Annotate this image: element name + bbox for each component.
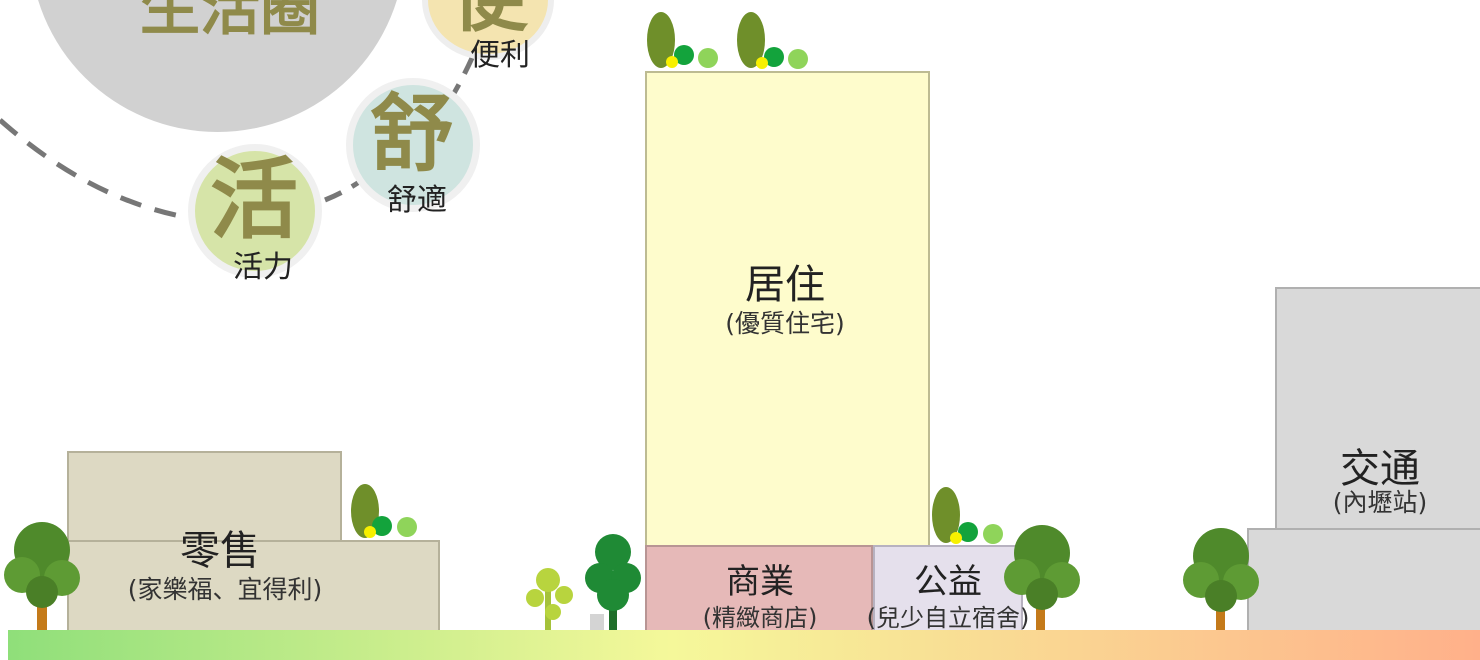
tree-center bbox=[1004, 525, 1080, 635]
transport-subtitle: (內壢站) bbox=[1332, 488, 1428, 517]
badge-vitality-char: 活 bbox=[209, 148, 298, 251]
tree-left bbox=[4, 522, 80, 635]
dashed-orbit-arc bbox=[0, 118, 191, 221]
tree-right bbox=[1183, 528, 1259, 635]
public-title: 公益 bbox=[914, 562, 982, 602]
tree-small-light bbox=[526, 568, 573, 630]
badge-convenience-char: 便 bbox=[440, 0, 540, 36]
retail-title: 零售 bbox=[180, 528, 260, 574]
badge-vitality-label: 活力 bbox=[233, 250, 293, 285]
plant-cluster-retail bbox=[351, 484, 417, 538]
residential-subtitle: (優質住宅) bbox=[725, 309, 845, 338]
planter-box bbox=[590, 614, 604, 632]
residential-title: 居住 bbox=[745, 262, 825, 308]
badge-comfort-char: 舒 bbox=[369, 85, 454, 183]
tree-conifer bbox=[585, 534, 641, 635]
lifestyle-circle-text: 生活圈 bbox=[140, 0, 320, 44]
commercial-building bbox=[645, 545, 873, 640]
public-subtitle: (兒少自立宿舍) bbox=[866, 604, 1030, 632]
plant-cluster-public bbox=[932, 487, 1003, 544]
plant-cluster-roof-2 bbox=[737, 12, 808, 69]
badge-comfort-label: 舒適 bbox=[387, 183, 447, 218]
badge-vitality bbox=[188, 144, 322, 278]
plant-cluster-roof-1 bbox=[647, 12, 718, 68]
transport-building-top bbox=[1275, 287, 1480, 537]
transport-title: 交通 bbox=[1340, 446, 1420, 492]
retail-subtitle: (家樂福、宜得利) bbox=[127, 575, 323, 604]
commercial-title: 商業 bbox=[726, 562, 794, 602]
residential-tower bbox=[645, 71, 930, 549]
ground-strip bbox=[8, 630, 1480, 660]
badge-comfort bbox=[346, 78, 480, 212]
commercial-subtitle: (精緻商店) bbox=[702, 604, 818, 632]
retail-building-top bbox=[67, 451, 342, 543]
badge-convenience-label: 便利 bbox=[470, 38, 530, 73]
